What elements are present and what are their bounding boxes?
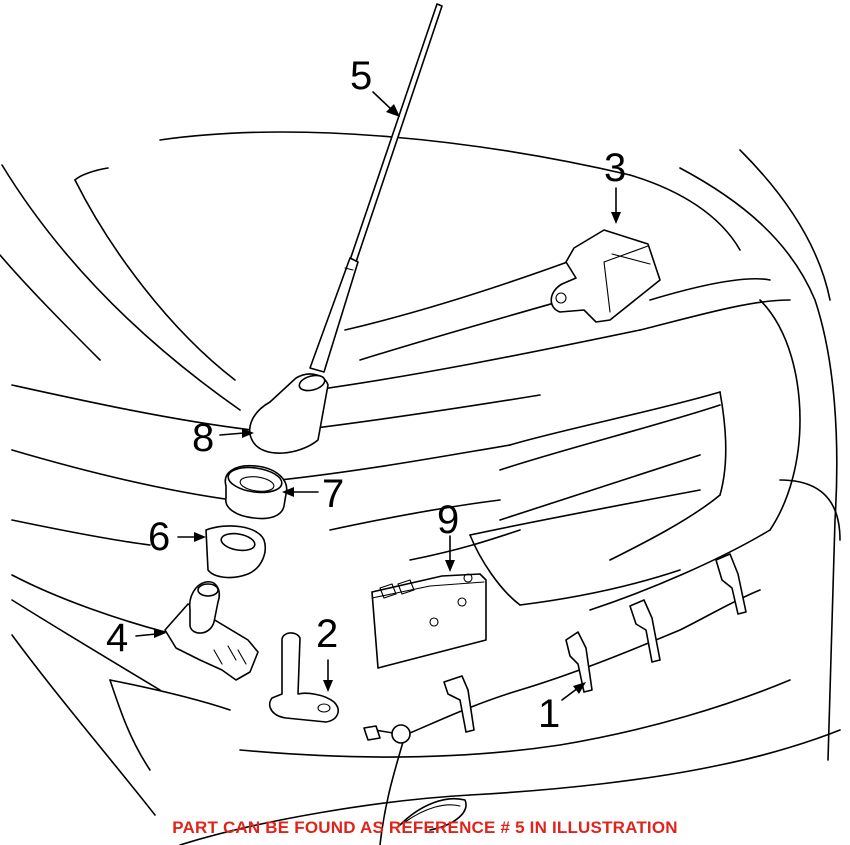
rear-module	[550, 229, 661, 323]
callout-7: 7	[322, 472, 345, 516]
reference-note: PART CAN BE FOUND AS REFERENCE # 5 IN IL…	[172, 818, 678, 837]
callout-8: 8	[192, 416, 215, 460]
antenna-mast	[309, 3, 443, 373]
callout-9: 9	[437, 498, 460, 542]
antenna-cable-connector	[268, 632, 339, 723]
callout-leaders	[135, 91, 621, 701]
control-module	[371, 573, 487, 669]
callout-1: 1	[538, 692, 561, 736]
antenna-pad	[205, 525, 266, 579]
antenna-base	[248, 373, 329, 454]
callout-5: 5	[350, 54, 373, 98]
callout-3: 3	[604, 146, 627, 190]
antenna-gasket	[224, 464, 288, 520]
antenna-amplifier	[164, 580, 259, 681]
callout-2: 2	[316, 612, 339, 656]
callout-6: 6	[148, 515, 171, 559]
wiring-harness	[363, 553, 761, 845]
car-body-outline	[0, 131, 841, 845]
callout-4: 4	[106, 616, 129, 660]
